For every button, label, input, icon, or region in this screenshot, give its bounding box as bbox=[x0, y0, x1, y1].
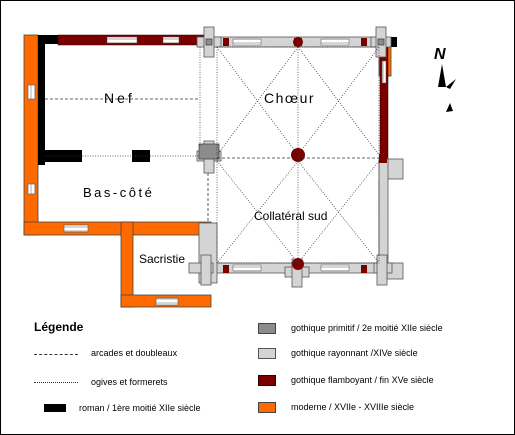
nave-nw-corner bbox=[38, 35, 58, 44]
room-label-collateral-sud: Collatéral sud bbox=[254, 209, 327, 223]
legend-title: Légende bbox=[34, 320, 84, 334]
flamboyant-responds bbox=[223, 37, 387, 273]
legend-roman: roman / 1ère moitié XIIe siècle bbox=[79, 403, 201, 413]
sacristy-west-wall bbox=[120, 221, 134, 308]
legend-arcades: arcades et doubleaux bbox=[91, 348, 178, 358]
choir-windows bbox=[232, 38, 350, 272]
legend-ogives: ogives et formerets bbox=[91, 377, 168, 387]
legend-gothique-flamboyant: gothique flamboyant / fin XVe siècle bbox=[291, 375, 434, 385]
arcades bbox=[45, 98, 379, 221]
nave-north-windows bbox=[106, 36, 387, 84]
primitive-gothic-piers bbox=[198, 38, 385, 160]
room-label-nef: Nef bbox=[104, 90, 135, 106]
nave-west-wall bbox=[23, 34, 39, 236]
room-label-sacristie: Sacristie bbox=[139, 252, 185, 266]
gothique-primitif-swatch bbox=[258, 323, 276, 334]
aisle-south-wall bbox=[23, 221, 212, 236]
dotted-line-symbol bbox=[34, 382, 78, 383]
legend-gothique-primitif: gothique primitif / 2e moitié XIIe siècl… bbox=[291, 323, 443, 333]
gothique-rayonnant-swatch bbox=[258, 348, 276, 359]
moderne-swatch bbox=[258, 402, 276, 413]
north-arrow-icon: N bbox=[434, 46, 456, 112]
vault-ribs bbox=[45, 46, 380, 264]
roman-symbol bbox=[44, 404, 66, 412]
dashed-line-symbol bbox=[34, 354, 78, 355]
gothique-flamboyant-swatch bbox=[258, 375, 276, 386]
room-label-choeur: Chœur bbox=[264, 90, 315, 106]
chapel-east-buttress bbox=[386, 158, 404, 180]
room-label-bas-cote: Bas-côté bbox=[83, 185, 154, 200]
north-label: N bbox=[434, 46, 446, 63]
legend-gothique-rayonnant: gothique rayonnant /XIVe siècle bbox=[291, 348, 418, 358]
legend-moderne: moderne / XVIIe - XVIIIe siècle bbox=[291, 402, 415, 412]
